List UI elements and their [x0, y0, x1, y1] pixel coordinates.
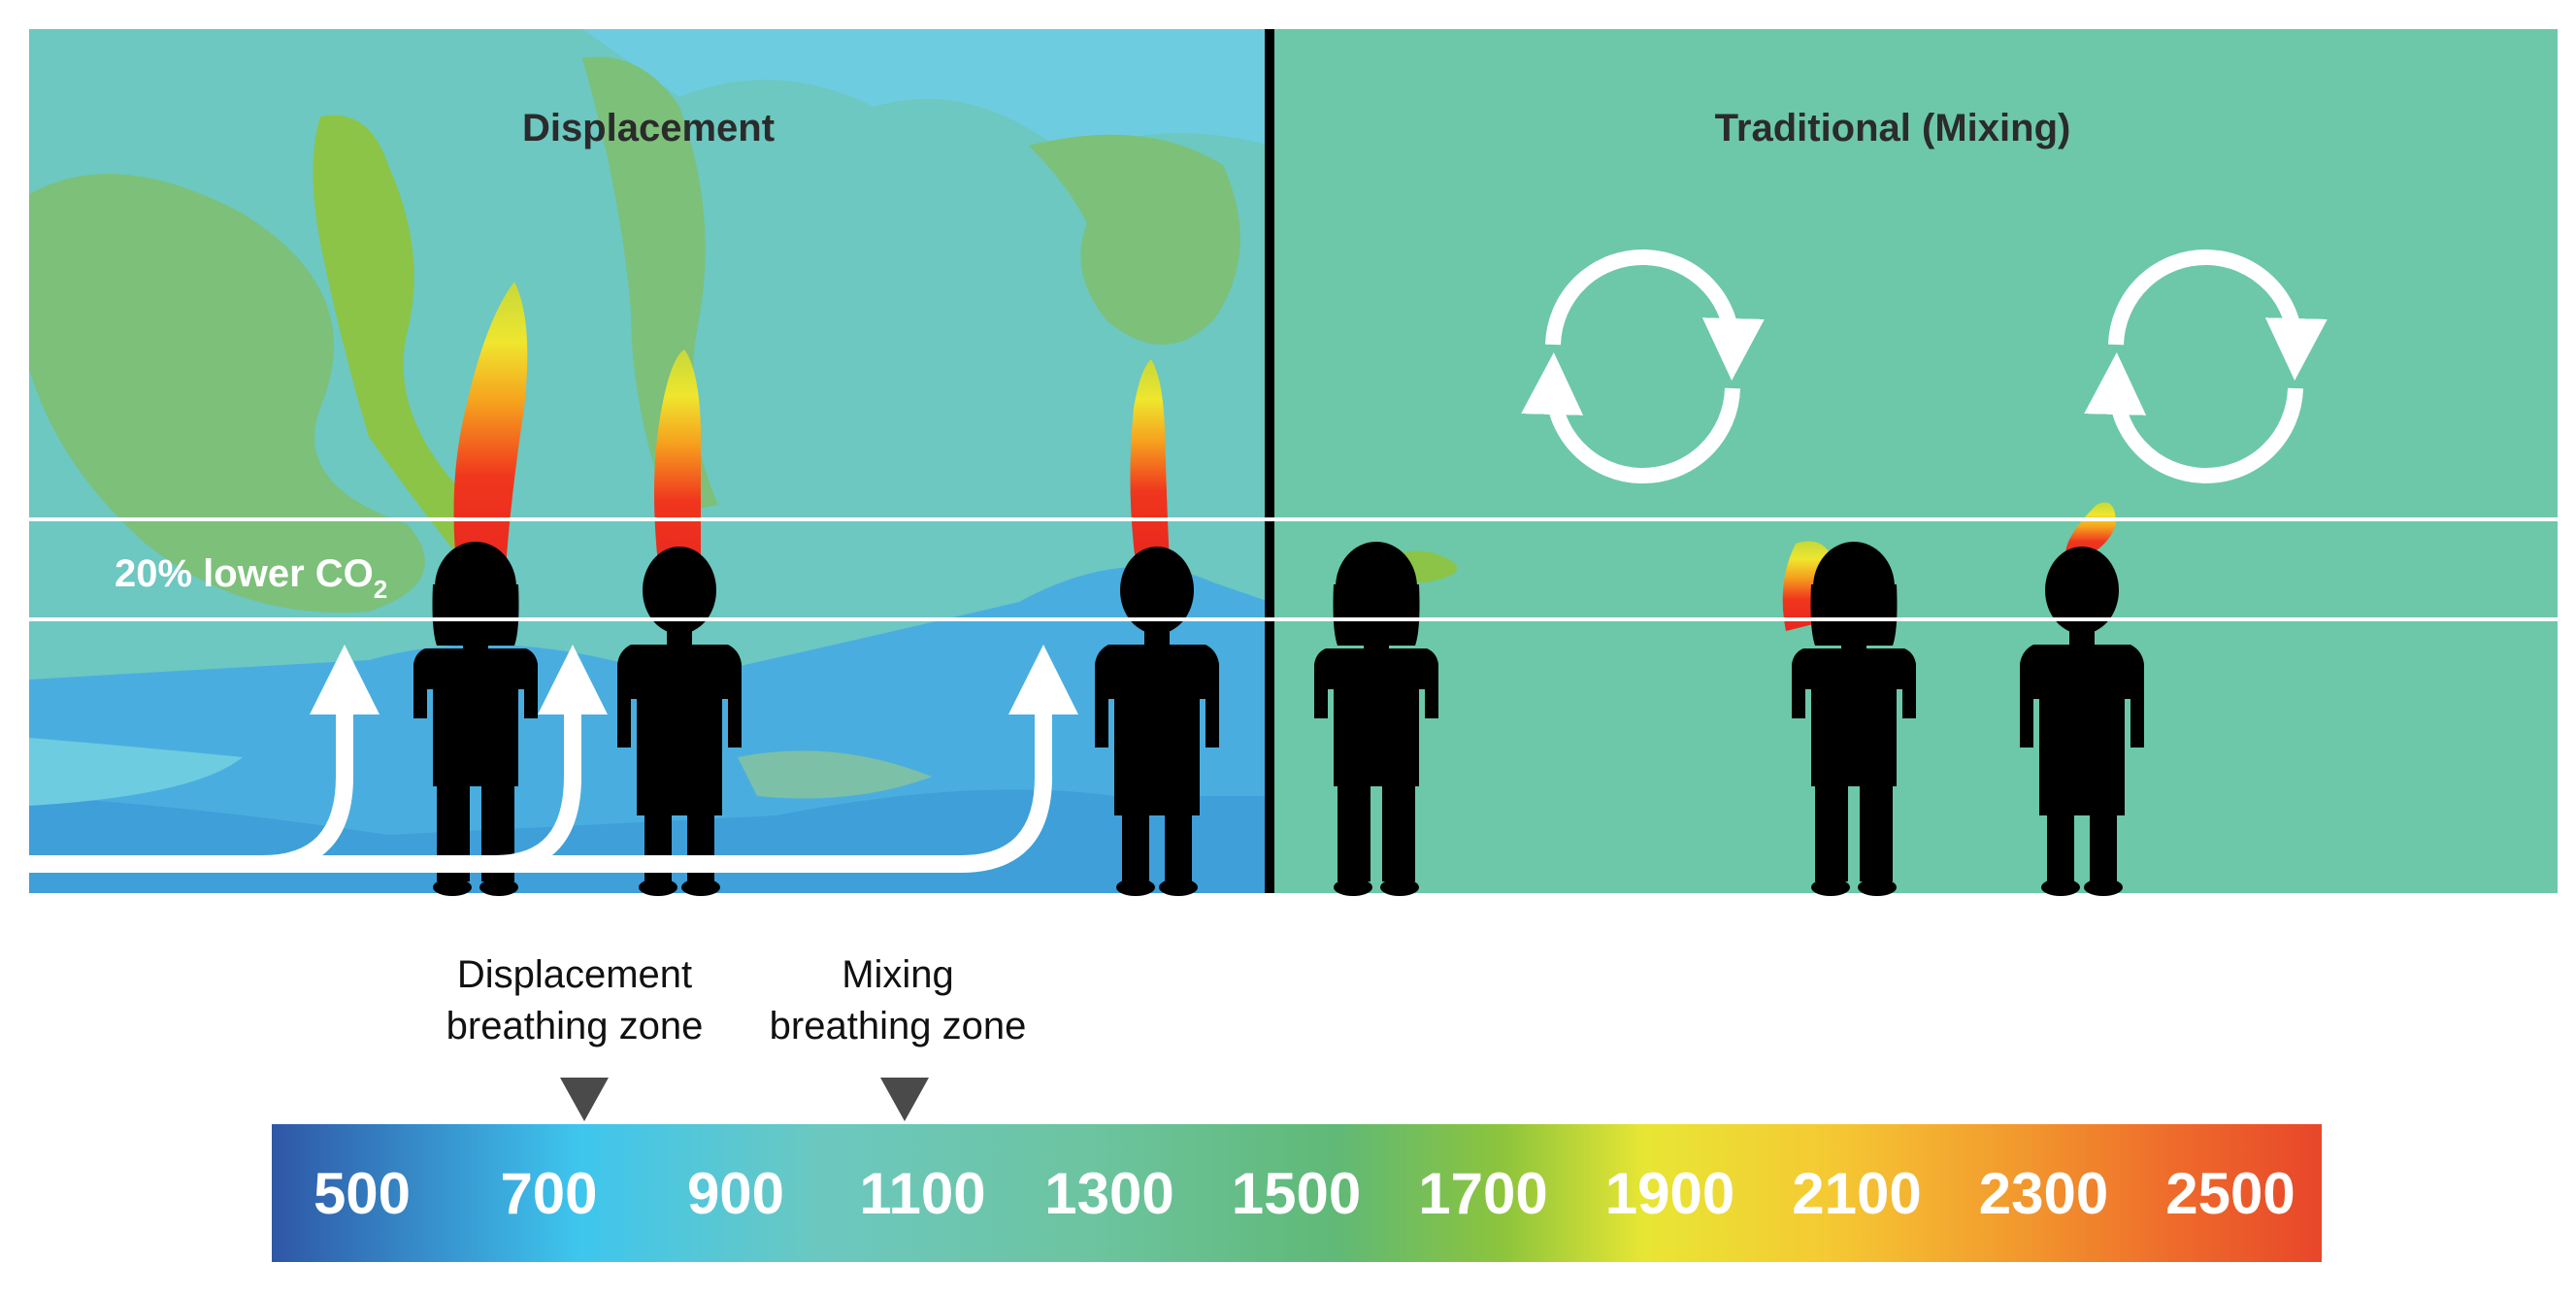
band-label: 20% lower CO2	[115, 552, 387, 604]
scale-tick-700: 700	[500, 1161, 597, 1226]
breathing-zone-markers: Displacement breathing zone Mixing breat…	[446, 953, 1027, 1121]
mixing-panel: Traditional (Mixing)	[1274, 29, 2558, 896]
scale-tick-1500: 1500	[1232, 1161, 1361, 1226]
mixing-zone-marker	[880, 1078, 929, 1121]
panel-divider	[1265, 29, 1274, 893]
color-scale-bar	[272, 1124, 2322, 1262]
scale-tick-1700: 1700	[1418, 1161, 1547, 1226]
mixing-arrows	[1521, 249, 2328, 484]
scale-tick-labels: 500 700 900 1100 1300 1500 1700 1900 2100 2300 250…	[314, 1161, 2295, 1226]
displacement-panel: Displacement	[29, 29, 1270, 896]
displacement-zone-label-line-1: Displacement	[457, 953, 692, 996]
airflow-arrows	[29, 645, 1078, 873]
scale-tick-1100: 1100	[859, 1161, 985, 1226]
displacement-zone-label-line-2: breathing zone	[446, 1005, 704, 1047]
mixing-title: Traditional (Mixing)	[1715, 107, 2071, 150]
displacement-title: Displacement	[522, 107, 775, 150]
scale-tick-900: 900	[687, 1161, 784, 1226]
mixing-zone-label-line-1: Mixing	[842, 953, 954, 996]
displacement-zone-marker	[560, 1078, 609, 1121]
scale-tick-2100: 2100	[1792, 1161, 1921, 1226]
mixing-zone-label-line-2: breathing zone	[770, 1005, 1027, 1047]
scale-tick-1300: 1300	[1044, 1161, 1173, 1226]
scale-tick-1900: 1900	[1605, 1161, 1734, 1226]
scale-tick-2500: 2500	[2165, 1161, 2295, 1226]
scale-tick-2300: 2300	[1979, 1161, 2108, 1226]
co2-color-scale: 500 700 900 1100 1300 1500 1700 1900 2100 2300 250…	[272, 1124, 2322, 1262]
scale-tick-500: 500	[314, 1161, 411, 1226]
